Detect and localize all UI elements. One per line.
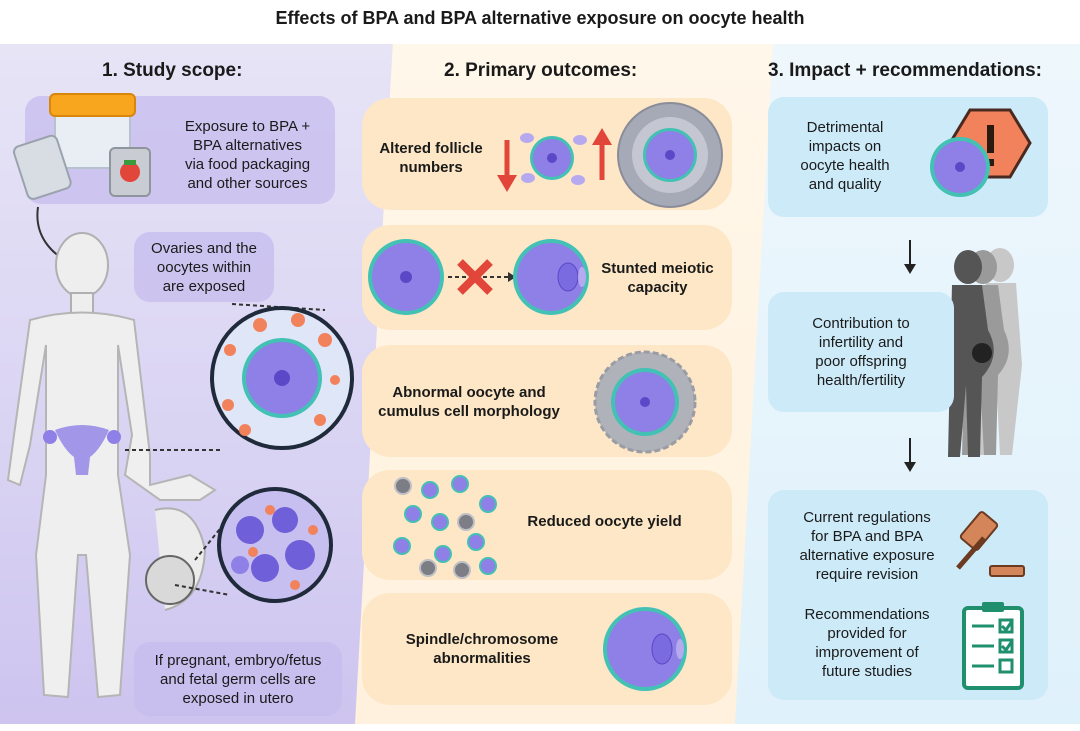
exposure-line-1: Exposure to BPA +	[184, 118, 311, 135]
outcome-meiotic-line-2: capacity	[627, 279, 688, 296]
impact-regulations-line-1: Current regulations	[803, 509, 931, 526]
impact-detrimental-line-4: and quality	[808, 176, 882, 193]
ovaries-line-3: are exposed	[162, 277, 246, 295]
pregnancy-box: If pregnant, embryo/fetus and fetal germ…	[134, 642, 342, 716]
warning-oocyte-icon	[930, 108, 1032, 197]
impact-detrimental-line-2: impacts on	[808, 138, 882, 155]
pregnant-silhouettes-icon	[948, 248, 1022, 457]
impact-studies-text: Recommendations provided for improvement…	[778, 605, 956, 681]
pregnancy-line-2: and fetal germ cells are	[160, 670, 316, 688]
impact-studies-line-4: future studies	[821, 663, 913, 680]
outcome-follicle-line-2: numbers	[399, 159, 463, 176]
panel-1-heading: 1. Study scope:	[102, 60, 243, 81]
impact-infertility-line-3: poor offspring	[815, 353, 907, 370]
clipboard-checklist-icon	[962, 602, 1024, 690]
impact-detrimental-line-3: oocyte health	[800, 157, 890, 174]
impact-infertility-line-2: infertility and	[818, 334, 904, 351]
outcome-yield-text: Reduced oocyte yield	[527, 513, 682, 530]
outcome-follicle-line-1: Altered follicle	[379, 140, 483, 157]
gavel-icon	[956, 511, 1025, 577]
outcome-spindle-text: Spindle/chromosome abnormalities	[402, 630, 562, 668]
exposure-line-3-text: via food packaging	[184, 156, 311, 173]
ovaries-line-2: oocytes within	[156, 258, 252, 276]
outcome-meiotic-line-1: Stunted meiotic	[601, 260, 714, 277]
exposure-text: Exposure to BPA + BPA alternatives via f…	[160, 117, 335, 193]
panel-3-heading: 3. Impact + recommendations:	[768, 60, 1042, 81]
outcome-follicle-text: Altered follicle numbers	[366, 139, 496, 177]
outcome-morphology-line-2: cumulus cell morphology	[378, 403, 560, 420]
ovaries-line-1: Ovaries and the	[151, 239, 257, 257]
arrow-down-icon-1	[904, 240, 916, 274]
outcome-spindle-line-2: abnormalities	[433, 650, 531, 667]
impact-infertility-box: Contribution to infertility and poor off…	[768, 292, 954, 412]
impact-detrimental-line-1: Detrimental	[806, 119, 884, 136]
follicle-numbers-icon	[497, 102, 723, 208]
impact-studies-line-3: improvement of	[815, 644, 919, 661]
impact-regulations-line-4: require revision	[815, 566, 919, 583]
page-title: Effects of BPA and BPA alternative expos…	[275, 8, 805, 28]
exposure-line-2: BPA alternatives	[193, 137, 302, 154]
cumulus-morphology-icon	[593, 350, 697, 454]
impact-detrimental-text: Detrimental impacts on oocyte health and…	[790, 118, 900, 194]
meiotic-capacity-icon	[368, 239, 589, 315]
impact-regulations-text: Current regulations for BPA and BPA alte…	[778, 508, 956, 584]
ovary-zoom-icon	[125, 303, 354, 451]
pregnancy-line-1: If pregnant, embryo/fetus	[154, 651, 322, 669]
outcome-morphology-text: Abnormal oocyte and cumulus cell morphol…	[364, 383, 574, 421]
panel-2-heading: 2. Primary outcomes:	[444, 60, 638, 81]
impact-studies-line-2: provided for	[827, 625, 907, 642]
pregnancy-line-3: exposed in utero	[182, 689, 294, 707]
spindle-abnormality-icon	[603, 607, 687, 691]
outcome-morphology-line-1: Abnormal oocyte and	[392, 384, 546, 401]
exposure-line-3: via food packaging	[160, 155, 335, 174]
exposure-line-4: and other sources	[187, 175, 308, 192]
food-packaging-icon	[12, 93, 151, 200]
impact-infertility-line-1: Contribution to	[812, 315, 910, 332]
fetal-germ-cells-zoom-icon	[145, 487, 333, 611]
outcome-meiotic-text: Stunted meiotic capacity	[590, 259, 725, 297]
outcome-spindle-line-1: Spindle/chromosome	[405, 631, 559, 648]
oocyte-yield-icon	[393, 475, 497, 579]
impact-regulations-line-2: for BPA and BPA	[810, 528, 923, 545]
impact-studies-line-1: Recommendations	[804, 606, 930, 623]
ovaries-box: Ovaries and the oocytes within are expos…	[134, 232, 274, 302]
human-body-icon	[6, 232, 217, 699]
impact-regulations-line-3: alternative exposure	[799, 547, 935, 564]
arrow-down-icon-2	[904, 438, 916, 472]
impact-infertility-line-4: health/fertility	[816, 372, 906, 389]
